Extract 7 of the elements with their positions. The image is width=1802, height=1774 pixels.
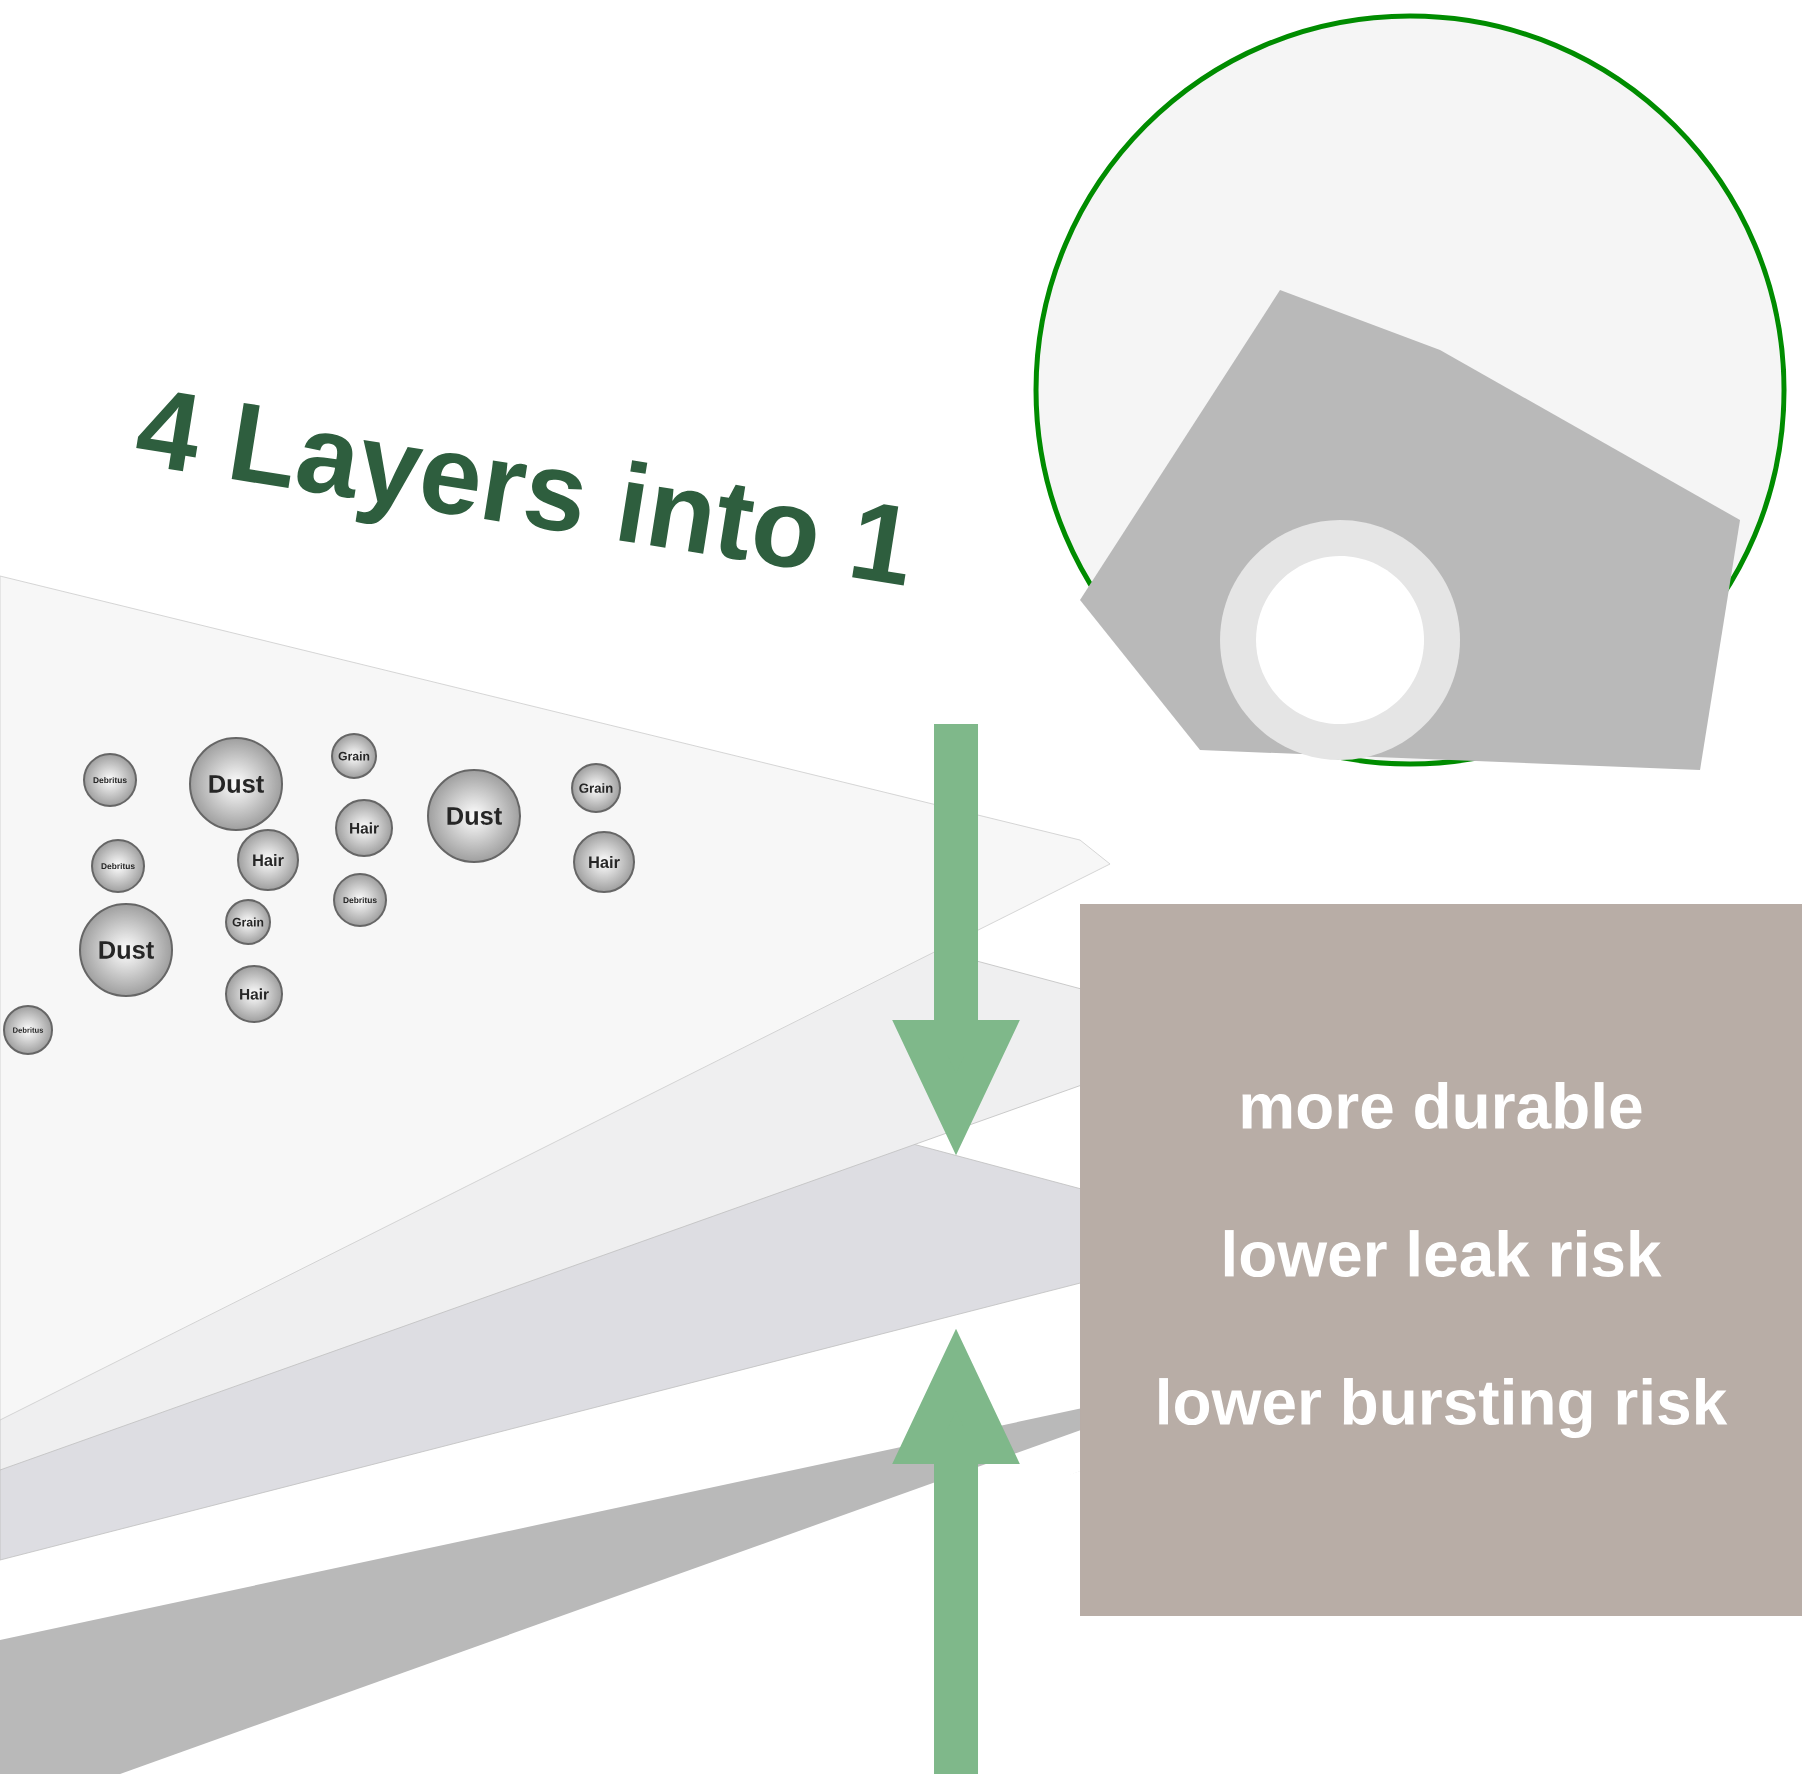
particle-bubble: Hair [237, 829, 299, 891]
particle-bubble: Hair [573, 831, 635, 893]
particle-bubble: Dust [427, 769, 521, 863]
title: 4 Layers into 1 [136, 392, 906, 586]
particle-bubble: Dust [189, 737, 283, 831]
particle-bubble: Dust [79, 903, 173, 997]
benefits-panel: more durable lower leak risk lower bursting risk [1080, 904, 1802, 1616]
